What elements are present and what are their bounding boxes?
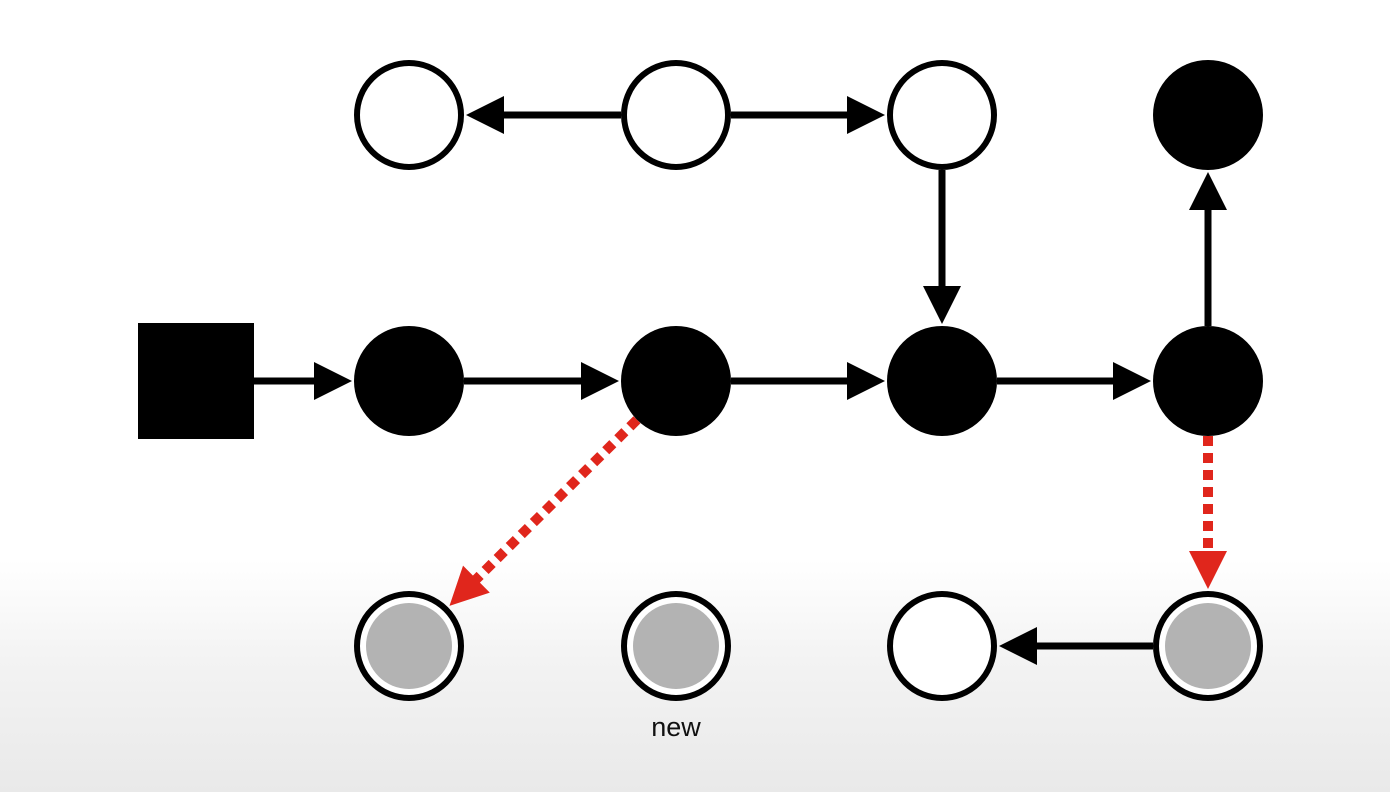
arrowhead (847, 362, 885, 400)
edge-t3-to-m3 (923, 170, 961, 324)
gray-circle-node-fill (1165, 603, 1251, 689)
white-circle-node (887, 591, 997, 701)
node-root (138, 323, 254, 439)
edge-m3-to-m4 (997, 362, 1151, 400)
arrowhead (466, 96, 504, 134)
edge-m4-to-t4 (1189, 172, 1227, 326)
black-circle-node (621, 326, 731, 436)
edge-m2-to-m3 (731, 362, 885, 400)
arrowhead (847, 96, 885, 134)
node-t2 (621, 60, 731, 170)
edge-line (471, 416, 641, 585)
node-b4 (1153, 591, 1263, 701)
edge-m4-to-b4 (1189, 436, 1227, 589)
node-m3 (887, 326, 997, 436)
node-b2 (621, 591, 731, 701)
node-m4 (1153, 326, 1263, 436)
arrowhead (581, 362, 619, 400)
nodes-layer (138, 60, 1263, 701)
node-b3 (887, 591, 997, 701)
node-m1 (354, 326, 464, 436)
edge-m2-to-b1 (449, 416, 641, 606)
black-circle-node (887, 326, 997, 436)
node-m2 (621, 326, 731, 436)
white-circle-node (887, 60, 997, 170)
arrowhead (999, 627, 1037, 665)
edges-layer (254, 96, 1227, 665)
gray-circle-node-fill (633, 603, 719, 689)
node-t1 (354, 60, 464, 170)
edge-m1-to-m2 (464, 362, 619, 400)
root-square-node (138, 323, 254, 439)
edge-b4-to-b3 (999, 627, 1153, 665)
arrowhead (1189, 551, 1227, 589)
edge-root-to-m1 (254, 362, 352, 400)
black-circle-node (354, 326, 464, 436)
arrowhead (449, 565, 490, 606)
arrowhead (923, 286, 961, 324)
node-b1 (354, 591, 464, 701)
arrowhead (314, 362, 352, 400)
arrowhead (1113, 362, 1151, 400)
gray-circle-node-fill (366, 603, 452, 689)
node-label: new (651, 712, 701, 742)
node-t3 (887, 60, 997, 170)
black-circle-node (1153, 60, 1263, 170)
arrowhead (1189, 172, 1227, 210)
white-circle-node (354, 60, 464, 170)
white-circle-node (621, 60, 731, 170)
edge-t2-to-t3 (731, 96, 885, 134)
node-t4 (1153, 60, 1263, 170)
labels-layer: new (651, 712, 701, 742)
edge-t2-to-t1 (466, 96, 621, 134)
black-circle-node (1153, 326, 1263, 436)
